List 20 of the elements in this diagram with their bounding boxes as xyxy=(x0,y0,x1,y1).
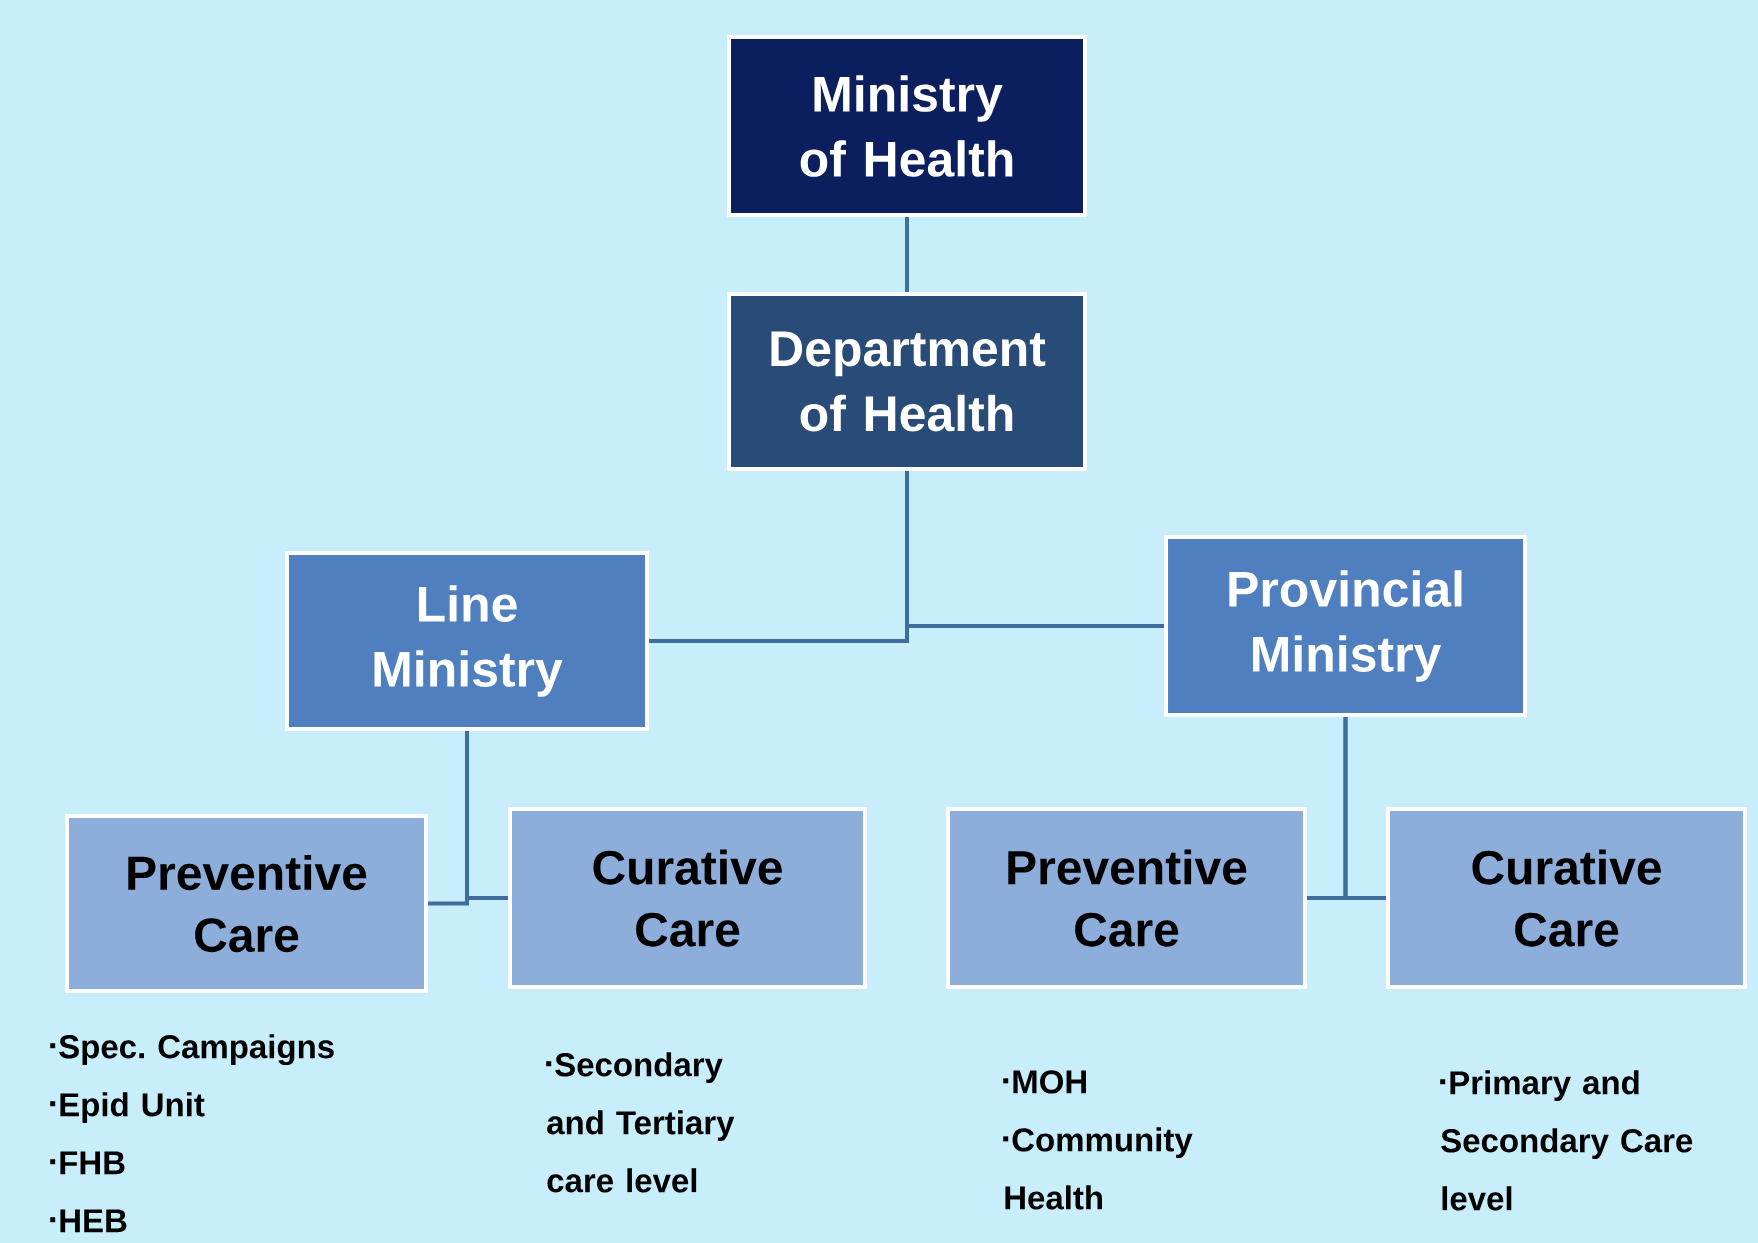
list-item: MOH xyxy=(1003,1070,1086,1094)
care-box: Preventive Care xyxy=(946,807,1307,989)
department-box: Department of Health xyxy=(727,292,1087,471)
list-item: Community Health xyxy=(1003,1127,1193,1210)
care-box: Preventive Care xyxy=(65,814,428,993)
connector-line xyxy=(465,731,508,900)
list-item: Epid Unit xyxy=(50,1092,205,1123)
list-item: FHB xyxy=(50,1151,125,1175)
ministry-box: Line Ministry xyxy=(285,551,649,731)
list-item: Spec. Campaigns xyxy=(50,1034,334,1066)
care-box: Curative Care xyxy=(508,807,867,989)
care-box: Curative Care xyxy=(1386,807,1747,989)
list-item: Secondary and Tertiary care level xyxy=(546,1052,735,1193)
connector-line xyxy=(1343,717,1386,900)
connector-line xyxy=(905,217,909,292)
list-item: Primary and Secondary Care level xyxy=(1440,1070,1693,1211)
list-item: HEB xyxy=(50,1209,127,1233)
ministry-box: Ministry of Health xyxy=(727,35,1087,217)
ministry-box: Provincial Ministry xyxy=(1164,535,1527,717)
connector-line xyxy=(905,471,1164,628)
